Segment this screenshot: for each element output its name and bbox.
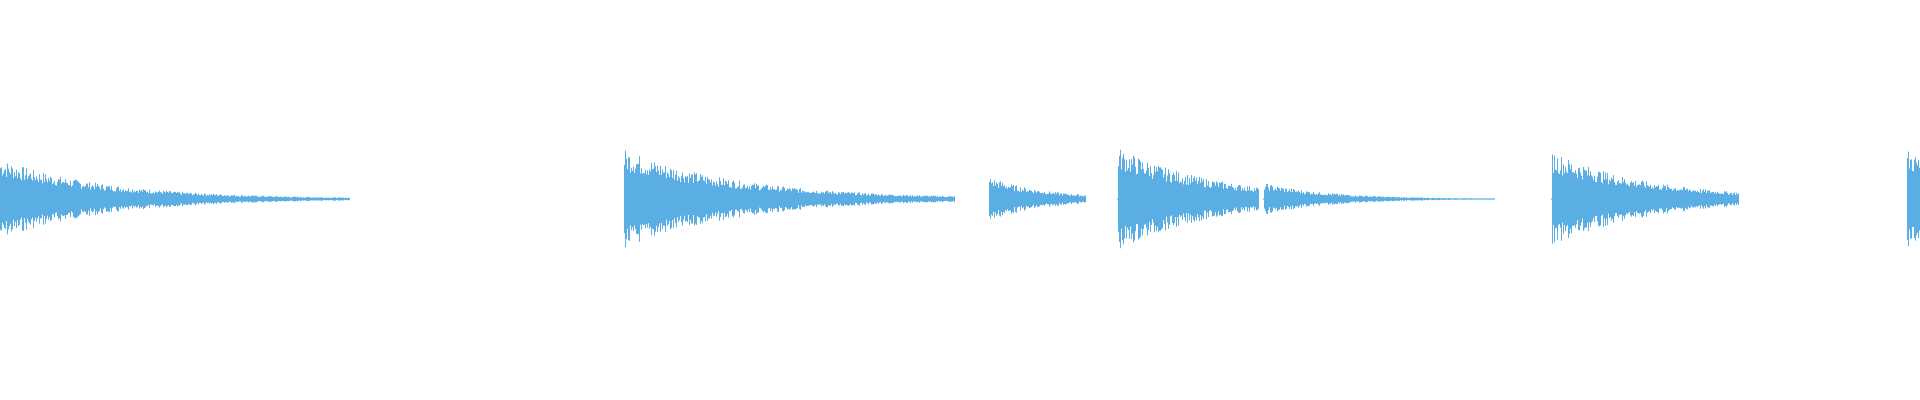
waveform-transient-1	[0, 163, 350, 235]
waveform-transient-3	[989, 179, 1086, 219]
waveform-transient-4	[1117, 149, 1259, 249]
waveform-transient-5	[1263, 184, 1495, 214]
waveform-transient-2	[624, 150, 955, 248]
waveform-transient-6	[1551, 154, 1739, 244]
waveform-transient-7	[1907, 151, 1920, 247]
